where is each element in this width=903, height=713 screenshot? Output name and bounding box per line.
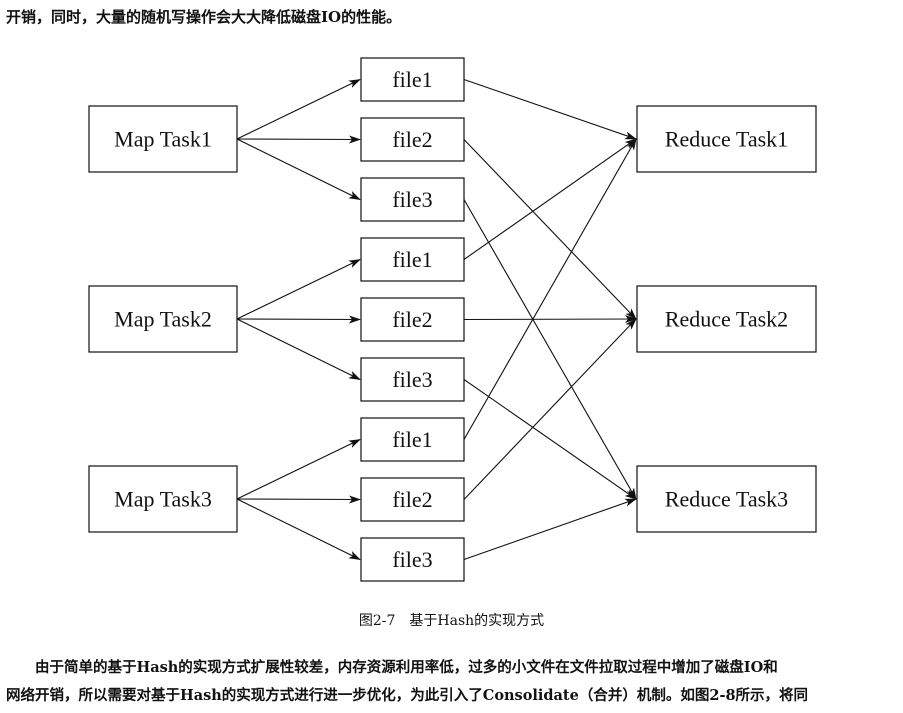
file-box-2-2 — [360, 297, 465, 342]
reduce-task-label-3: Reduce Task3 — [665, 487, 788, 512]
file-box-1-3 — [360, 177, 465, 222]
map-to-file-arrow-1-3 — [236, 138, 361, 200]
file-label-2-1: file1 — [392, 247, 432, 272]
paragraph-line-1: 由于简单的基于Hash的实现方式扩展性较差，内存资源利用率低，过多的小文件在文件… — [6, 659, 778, 676]
reduce-task-box-1 — [636, 105, 817, 173]
map-task-box-1 — [88, 105, 238, 173]
file-box-1-2 — [360, 117, 465, 162]
file-to-reduce-arrow-2-1 — [463, 138, 637, 260]
top-text: 开销，同时，大量的随机写操作会大大降低磁盘IO的性能。 — [6, 8, 402, 26]
file-to-reduce-arrow-1-2 — [463, 139, 637, 320]
file-label-2-2: file2 — [392, 307, 432, 332]
reduce-task-box-3 — [636, 465, 817, 533]
file-label-1-1: file1 — [392, 67, 432, 92]
map-task-label-1: Map Task1 — [114, 127, 212, 152]
file-box-3-2 — [360, 477, 465, 522]
file-box-1-1 — [360, 57, 465, 102]
file-label-3-3: file3 — [392, 547, 432, 572]
paragraph-line-2: 网络开销，所以需要对基于Hash的实现方式进行进一步优化，为此引入了Consol… — [6, 687, 809, 704]
file-box-3-1 — [360, 417, 465, 462]
file-box-2-3 — [360, 357, 465, 402]
map-to-file-arrow-3-1 — [236, 439, 361, 500]
file-label-3-2: file2 — [392, 487, 432, 512]
file-box-2-1 — [360, 237, 465, 282]
map-task-box-2 — [88, 285, 238, 353]
file-label-3-1: file1 — [392, 427, 432, 452]
map-to-file-arrow-2-1 — [236, 259, 361, 320]
file-to-reduce-arrow-3-3 — [463, 498, 637, 561]
file-to-reduce-arrow-2-2 — [463, 315, 637, 324]
arrow-group — [236, 78, 637, 561]
figure-caption: 图2-7 基于Hash的实现方式 — [358, 613, 545, 629]
map-to-file-arrow-2-2 — [236, 315, 361, 324]
map-to-file-arrow-1-1 — [236, 79, 361, 140]
map-to-file-arrow-3-3 — [236, 498, 361, 560]
map-task-label-2: Map Task2 — [114, 307, 212, 332]
file-to-reduce-arrow-2-3 — [463, 379, 637, 500]
file-label-2-3: file3 — [392, 367, 432, 392]
file-to-reduce-arrow-3-1 — [463, 138, 637, 440]
file-label-1-2: file2 — [392, 127, 432, 152]
map-task-label-3: Map Task3 — [114, 487, 212, 512]
reduce-task-label-2: Reduce Task2 — [665, 307, 788, 332]
file-to-reduce-arrow-1-1 — [463, 78, 637, 140]
file-to-reduce-arrow-3-2 — [463, 318, 637, 500]
file-box-3-3 — [360, 537, 465, 582]
map-task-box-3 — [88, 465, 238, 533]
file-to-reduce-arrow-1-3 — [463, 199, 637, 500]
reduce-task-box-2 — [636, 285, 817, 353]
reduce-task-label-1: Reduce Task1 — [665, 127, 788, 152]
map-to-file-arrow-1-2 — [236, 135, 361, 144]
file-label-1-3: file3 — [392, 187, 432, 212]
map-to-file-arrow-2-3 — [236, 318, 361, 380]
map-to-file-arrow-3-2 — [236, 495, 361, 504]
